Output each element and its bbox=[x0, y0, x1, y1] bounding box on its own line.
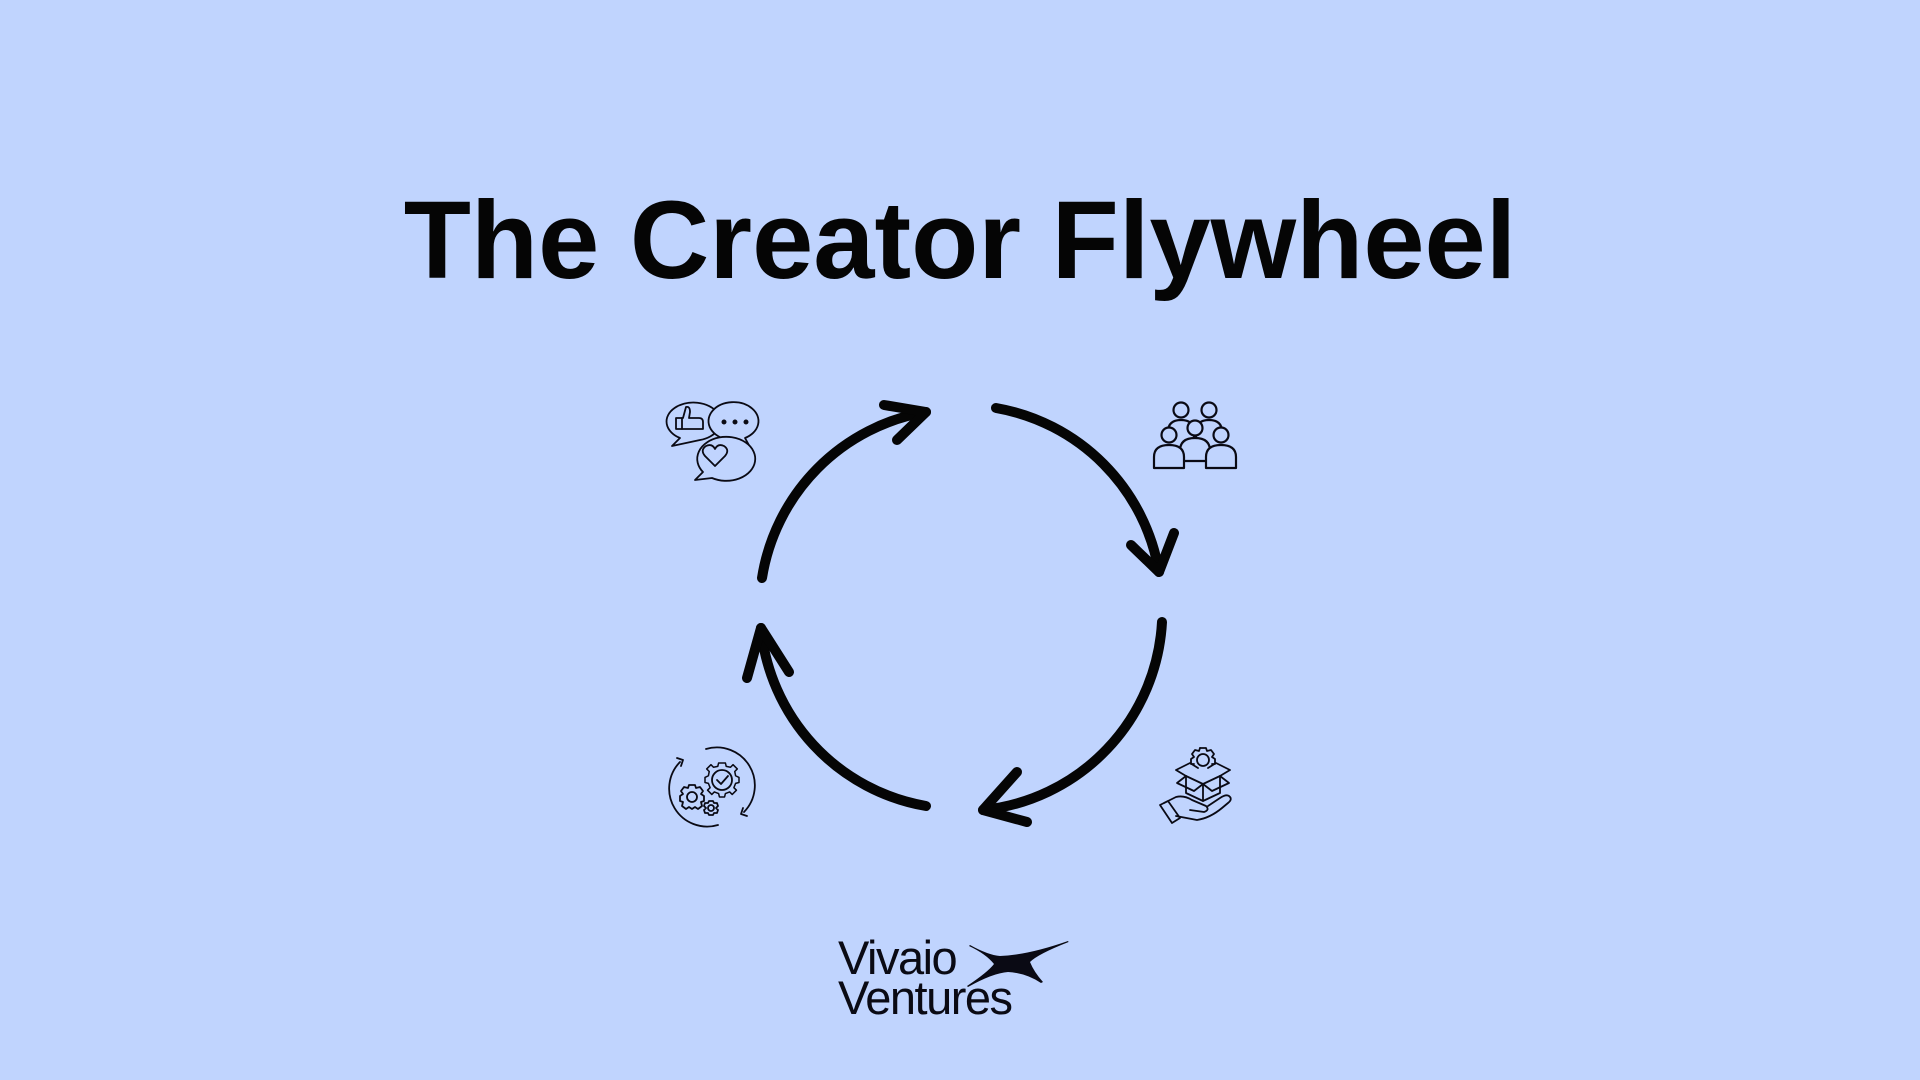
arrow-product-to-process bbox=[978, 617, 1167, 827]
arrow-engagement-to-community bbox=[757, 400, 931, 583]
product-box-hand-icon bbox=[1159, 747, 1232, 824]
arrow-community-to-product bbox=[991, 403, 1179, 577]
engagement-speech-bubbles-icon bbox=[665, 401, 760, 482]
arrow-process-to-engagement bbox=[742, 623, 931, 811]
logo-mark-icon bbox=[967, 941, 1069, 987]
logo-text-line1: Vivaio bbox=[838, 931, 958, 984]
vivaio-ventures-logo: Vivaio Ventures bbox=[838, 932, 1078, 1032]
logo-text-line2: Ventures bbox=[838, 971, 1013, 1024]
process-gears-cycle-icon bbox=[668, 746, 756, 828]
community-people-group-icon bbox=[1152, 401, 1238, 470]
page-title: The Creator Flywheel bbox=[403, 179, 1517, 302]
